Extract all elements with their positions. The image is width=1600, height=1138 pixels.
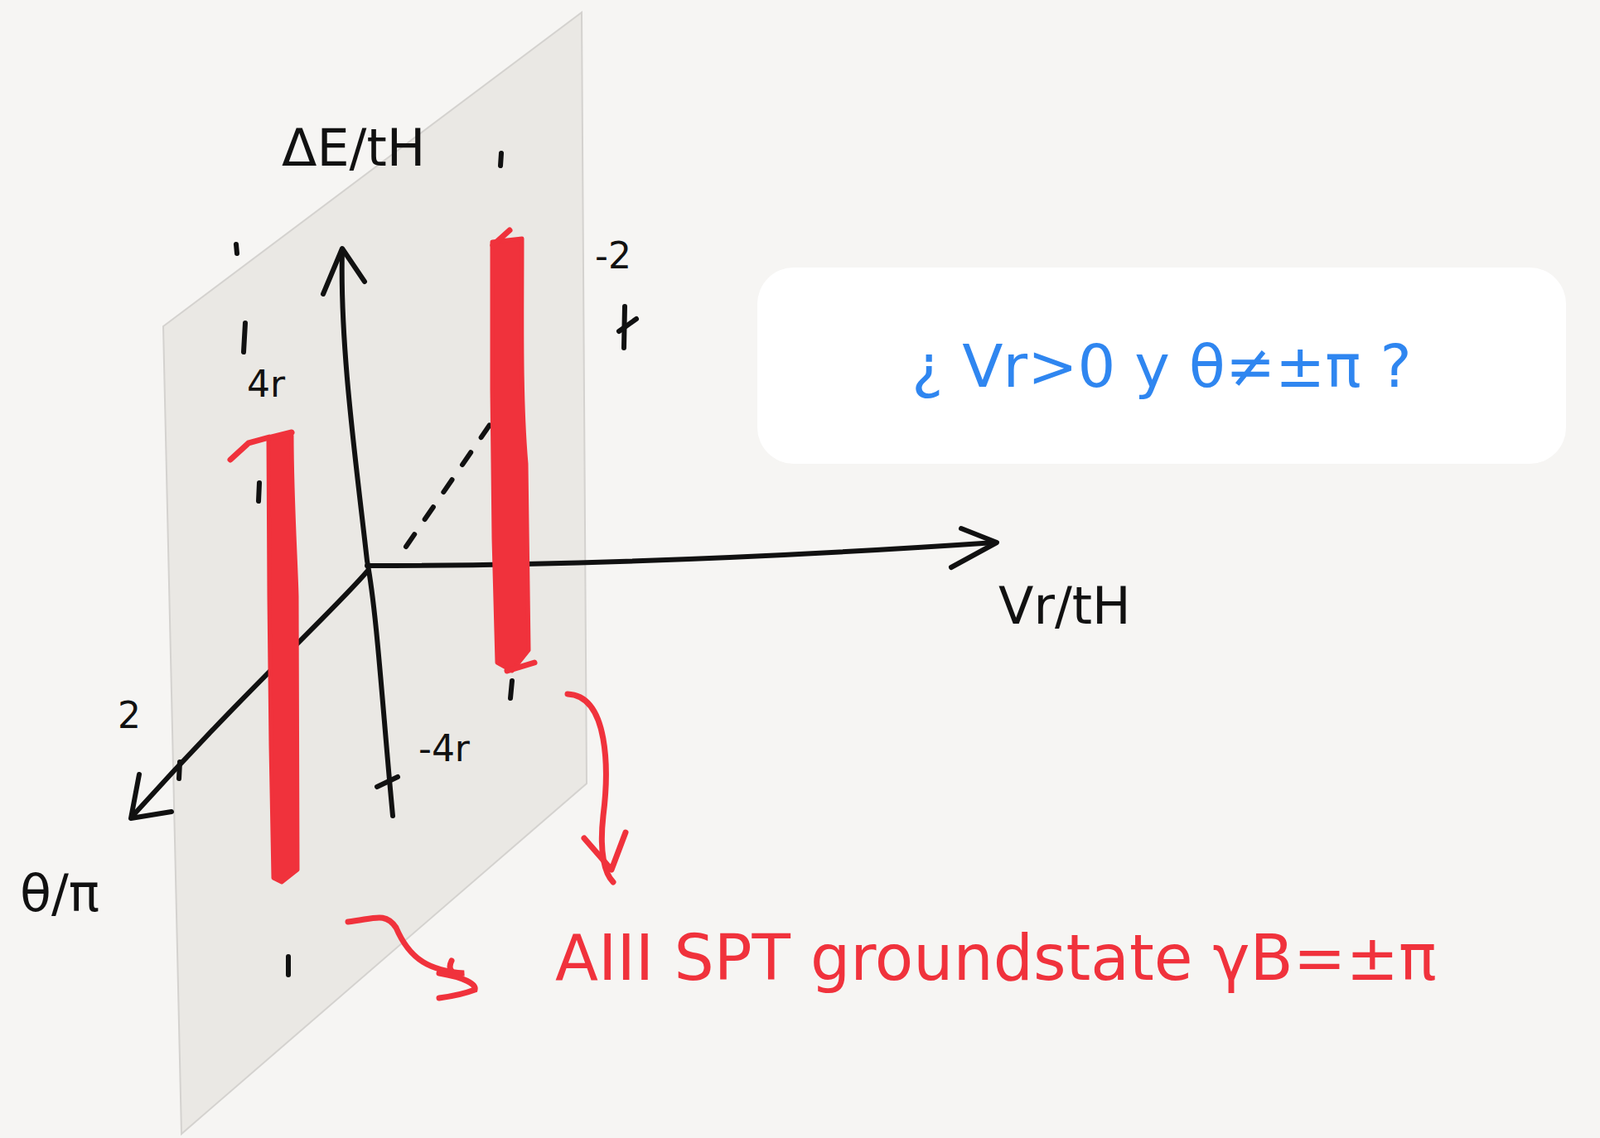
axis-arrowhead [951, 528, 997, 568]
plane [163, 12, 587, 1135]
axis-arrowhead [130, 774, 172, 819]
tick-label: 2 [117, 696, 141, 736]
spt-bars [230, 230, 535, 883]
tick-label: -2 [594, 236, 632, 276]
vr-axis [367, 542, 996, 566]
axis-arrowhead [323, 248, 365, 295]
pointer-arrowhead [584, 832, 626, 871]
squiggle-arrowhead [439, 973, 475, 999]
question-text: ¿ Vr>0 y θ≠±π ? [911, 331, 1412, 402]
energy-axis [342, 250, 393, 817]
theta-axis [134, 571, 368, 815]
squiggle-arrow [348, 918, 465, 975]
axis-label: θ/π [19, 865, 100, 923]
axis-label: Vr/tH [998, 578, 1132, 635]
axis-label: ΔE/tH [281, 120, 426, 177]
pointer-arrow [567, 694, 614, 883]
tick-label: 4r [246, 364, 286, 405]
tick-marks [178, 153, 637, 976]
question-box: ¿ Vr>0 y θ≠±π ? [757, 267, 1567, 465]
tick-label: -4r [418, 729, 470, 769]
annotation: AIII SPT groundstate γB=±π [555, 923, 1437, 994]
theta-axis-dashed [406, 414, 498, 547]
